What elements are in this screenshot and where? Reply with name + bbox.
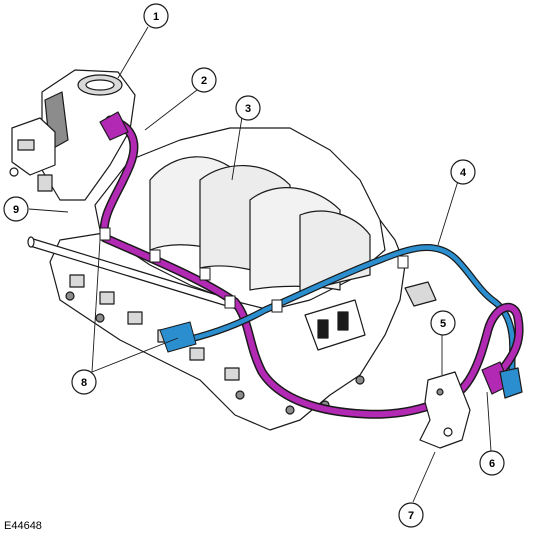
- hose-clips: [99, 227, 409, 353]
- callout-4: 4: [450, 159, 476, 185]
- callout-7-circle: [398, 502, 424, 528]
- callout-3-circle: [235, 95, 261, 121]
- svg-text:6: 6: [489, 458, 495, 470]
- callout-1-circle: [143, 3, 169, 29]
- leader-lines: [28, 26, 492, 503]
- injector-boss: [189, 347, 205, 361]
- svg-text:7: 7: [408, 510, 414, 522]
- svg-text:4: 4: [460, 167, 467, 179]
- svg-text:5: 5: [440, 318, 446, 330]
- callout-4-circle: [450, 159, 476, 185]
- injector-boss: [99, 291, 115, 305]
- svg-text:8: 8: [81, 377, 87, 389]
- callout-7: 7: [398, 502, 424, 528]
- callout-9-circle: [3, 196, 29, 222]
- fuel-rail-end: [27, 236, 35, 248]
- callout-2-circle: [191, 67, 217, 93]
- injector-boss: [69, 274, 85, 288]
- svg-text:3: 3: [245, 103, 251, 115]
- callout-6-circle: [479, 450, 505, 476]
- callout-2: 2: [191, 67, 217, 93]
- callout-6: 6: [479, 450, 505, 476]
- callout-8: 8: [71, 369, 97, 395]
- rear-connector: [404, 281, 437, 307]
- injector-boss: [224, 367, 240, 381]
- injector-boss: [127, 311, 143, 325]
- purge-valve-assembly: [435, 302, 524, 407]
- callout-1: 1: [143, 3, 169, 29]
- svg-text:9: 9: [13, 204, 19, 216]
- callout-5-circle: [430, 310, 456, 336]
- callout-8-circle: [71, 369, 97, 395]
- throttle-body: [9, 69, 136, 201]
- figure-id: E44648: [4, 520, 42, 532]
- svg-text:1: 1: [153, 11, 159, 23]
- callout-9: 9: [3, 196, 29, 222]
- callout-3: 3: [235, 95, 261, 121]
- mounting-bracket: [419, 371, 471, 449]
- callout-5: 5: [430, 310, 456, 336]
- svg-text:2: 2: [201, 75, 207, 87]
